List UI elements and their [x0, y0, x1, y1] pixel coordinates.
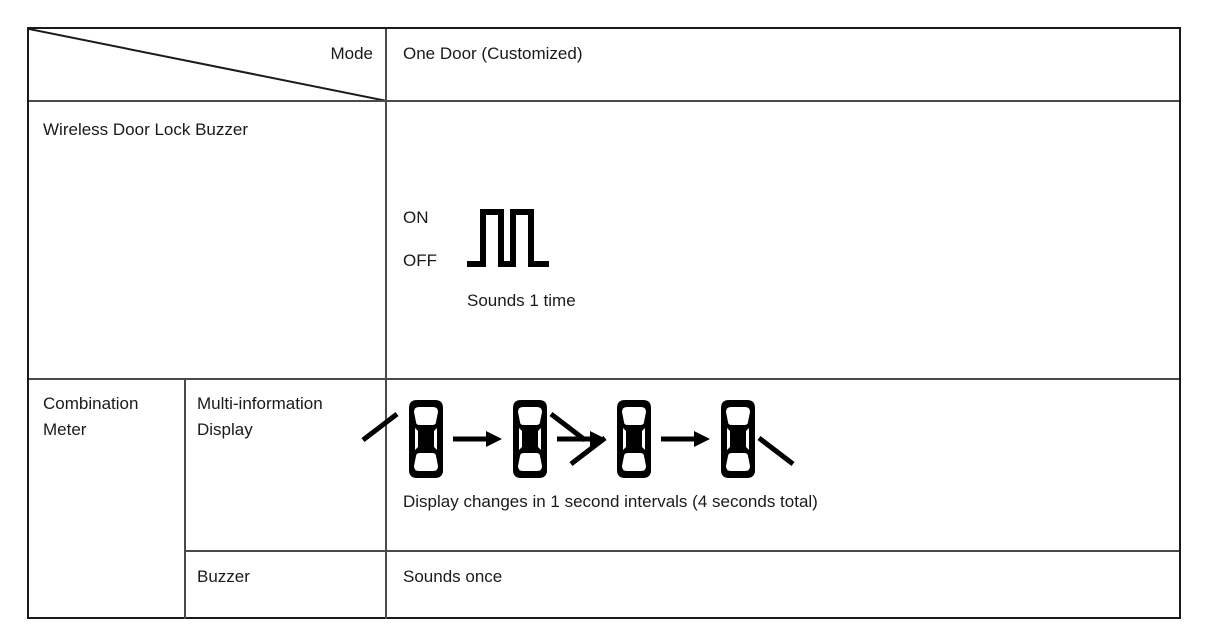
waveform-on-label: ON — [403, 208, 429, 227]
arrow-right-icon — [449, 427, 507, 451]
row-value-meter-buzzer: Sounds once — [403, 567, 503, 586]
display-sequence-row — [361, 389, 795, 489]
door-indicator-front-right-icon — [507, 398, 587, 480]
display-sequence-block: Display changes in 1 second intervals (4… — [361, 389, 1193, 549]
display-sequence-caption: Display changes in 1 second intervals (4… — [403, 492, 818, 511]
header-mode-value: One Door (Customized) — [403, 44, 583, 63]
row-divider-meter-buzzer — [184, 550, 1179, 552]
arrow-right-icon — [657, 427, 715, 451]
arrow-right-icon — [553, 427, 611, 451]
row-divider-buzzer-meter — [29, 378, 1179, 380]
row-label-multi-information-display: Multi-information Display — [197, 394, 323, 439]
mode-specification-table: Mode One Door (Customized) Wireless Door… — [27, 27, 1181, 619]
buzzer-pulse-waveform-icon — [467, 209, 549, 267]
header-mode-label: Mode — [330, 44, 373, 63]
door-indicator-rear-left-icon — [569, 398, 657, 480]
waveform-off-label: OFF — [403, 251, 437, 270]
row-label-wireless-door-lock-buzzer: Wireless Door Lock Buzzer — [43, 120, 249, 139]
column-divider-two — [385, 29, 387, 619]
buzzer-waveform-block: ON OFF Sounds 1 time — [403, 194, 803, 334]
row-label-combination-meter: Combination Meter — [43, 394, 139, 439]
door-indicator-front-left-icon — [361, 398, 449, 480]
waveform-caption: Sounds 1 time — [467, 291, 576, 310]
column-divider-one — [184, 378, 186, 619]
row-divider-header — [29, 100, 1179, 102]
door-indicator-rear-right-icon — [715, 398, 795, 480]
row-label-meter-buzzer: Buzzer — [197, 567, 250, 586]
